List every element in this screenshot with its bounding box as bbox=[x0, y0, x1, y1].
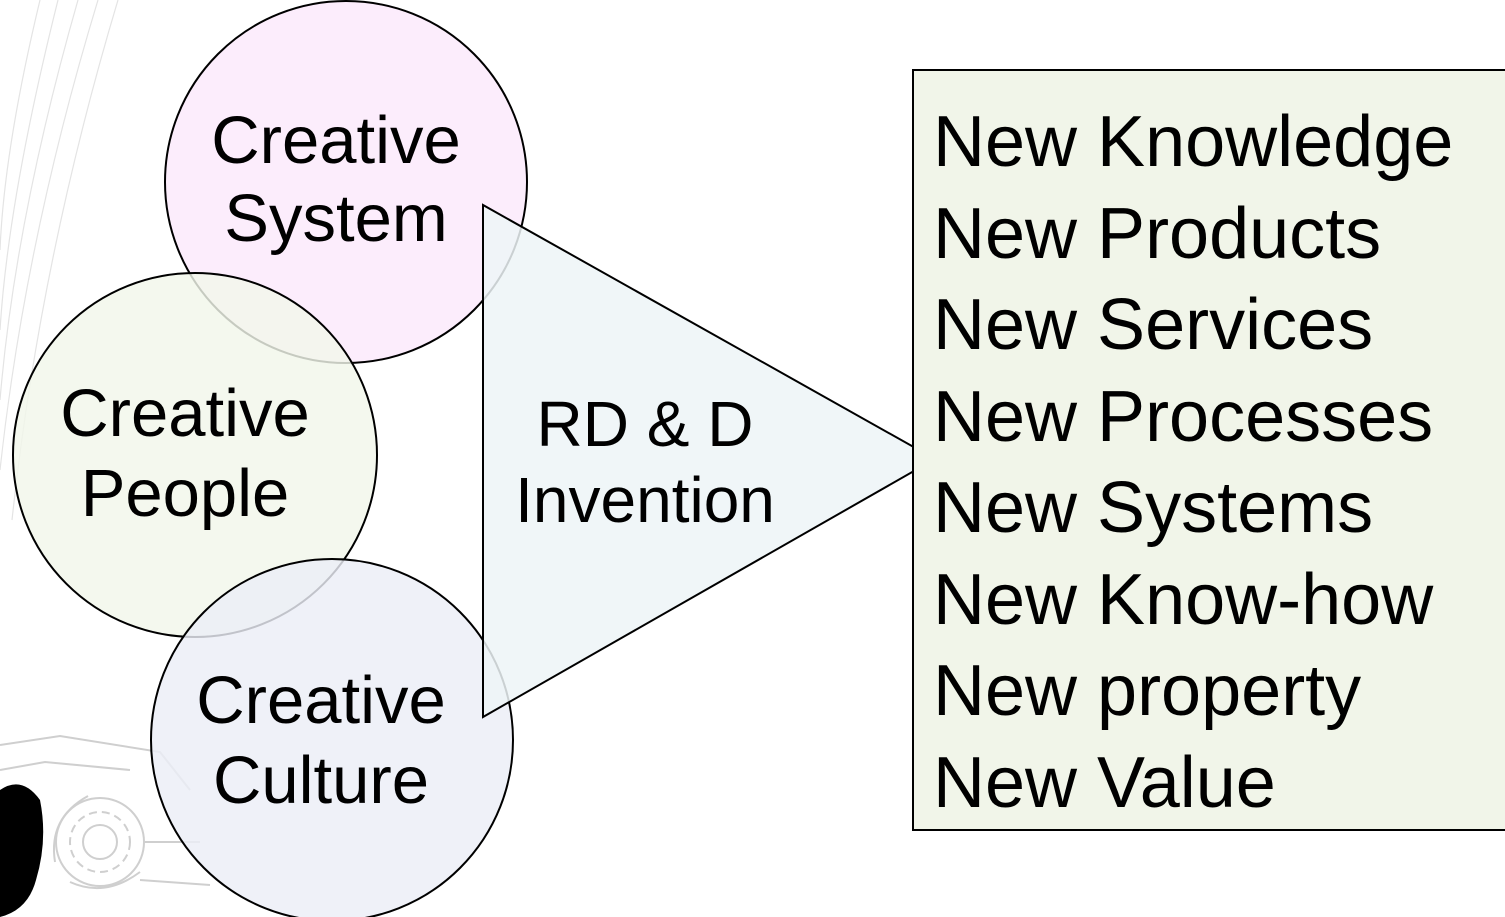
creative-culture-line2: Culture bbox=[213, 743, 429, 818]
creative-system-label: Creative System bbox=[196, 107, 476, 263]
process-line1: RD & D bbox=[536, 388, 754, 460]
output-item: New Know-how bbox=[933, 559, 1434, 640]
creative-people-line1: Creative bbox=[60, 376, 310, 451]
creative-culture-circle bbox=[150, 558, 514, 917]
creative-people-line2: People bbox=[80, 456, 290, 531]
creative-culture-label: Creative Culture bbox=[181, 667, 461, 827]
process-label: RD & D Invention bbox=[495, 392, 795, 544]
process-line2: Invention bbox=[515, 464, 775, 536]
creative-system-line1: Creative bbox=[211, 103, 461, 178]
process-triangle bbox=[482, 203, 938, 719]
logo-emblem bbox=[0, 734, 211, 917]
output-item: New property bbox=[933, 651, 1362, 731]
creative-culture-line1: Creative bbox=[196, 663, 446, 738]
output-item: New Knowledge bbox=[933, 102, 1454, 182]
output-item: New Products bbox=[933, 193, 1382, 274]
outputs-box bbox=[912, 69, 1505, 831]
outputs-list: New Knowledge New Products New Services … bbox=[933, 97, 1453, 829]
creative-system-line2: System bbox=[224, 181, 448, 256]
output-item: New Value bbox=[933, 742, 1276, 823]
creative-people-label: Creative People bbox=[45, 380, 325, 540]
output-item: New Processes bbox=[933, 376, 1434, 457]
output-item: New Systems bbox=[933, 468, 1374, 548]
output-item: New Services bbox=[933, 285, 1374, 365]
